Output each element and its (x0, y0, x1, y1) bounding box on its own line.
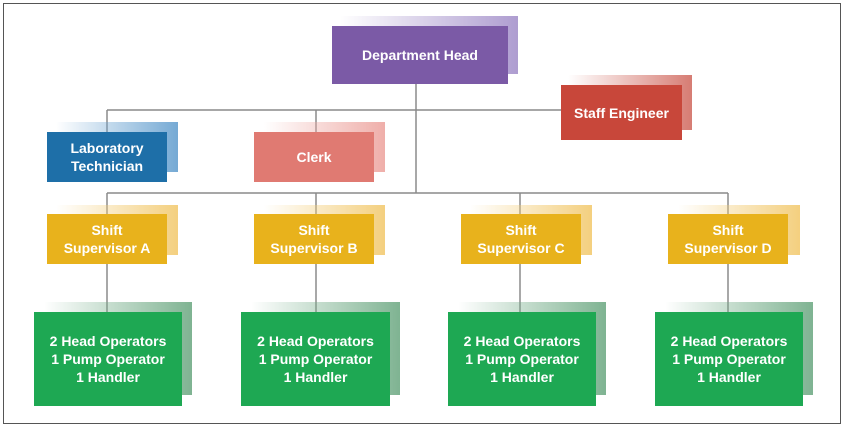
supervisor-c-box: Shift Supervisor C (461, 214, 581, 264)
department-head-box: Department Head (332, 26, 508, 84)
lab-tech-box: Laboratory Technician (47, 132, 167, 182)
lab-tech-label: Laboratory Technician (70, 140, 144, 174)
supervisor-b-box: Shift Supervisor B (254, 214, 374, 264)
supervisor-d-label: Shift Supervisor D (684, 222, 772, 256)
staff-engineer-label: Staff Engineer (574, 104, 669, 121)
department-head-label: Department Head (362, 47, 478, 63)
clerk-label: Clerk (296, 149, 332, 165)
crew-a-box: 2 Head Operators 1 Pump Operator 1 Handl… (34, 312, 182, 406)
supervisor-a-box: Shift Supervisor A (47, 214, 167, 264)
supervisor-d-box: Shift Supervisor D (668, 214, 788, 264)
crew-a-label: 2 Head Operators 1 Pump Operator 1 Handl… (49, 333, 167, 385)
crew-c-label: 2 Head Operators 1 Pump Operator 1 Handl… (463, 333, 581, 385)
crew-c-box: 2 Head Operators 1 Pump Operator 1 Handl… (448, 312, 596, 406)
supervisor-b-label: Shift Supervisor B (270, 222, 358, 256)
clerk-box: Clerk (254, 132, 374, 182)
staff-engineer-box: Staff Engineer (561, 85, 682, 140)
crew-b-label: 2 Head Operators 1 Pump Operator 1 Handl… (257, 333, 374, 385)
crew-d-box: 2 Head Operators 1 Pump Operator 1 Handl… (655, 312, 803, 406)
crew-b-box: 2 Head Operators 1 Pump Operator 1 Handl… (241, 312, 390, 406)
crew-d-label: 2 Head Operators 1 Pump Operator 1 Handl… (670, 333, 788, 385)
supervisor-a-label: Shift Supervisor A (63, 222, 151, 256)
supervisor-c-label: Shift Supervisor C (477, 222, 565, 256)
